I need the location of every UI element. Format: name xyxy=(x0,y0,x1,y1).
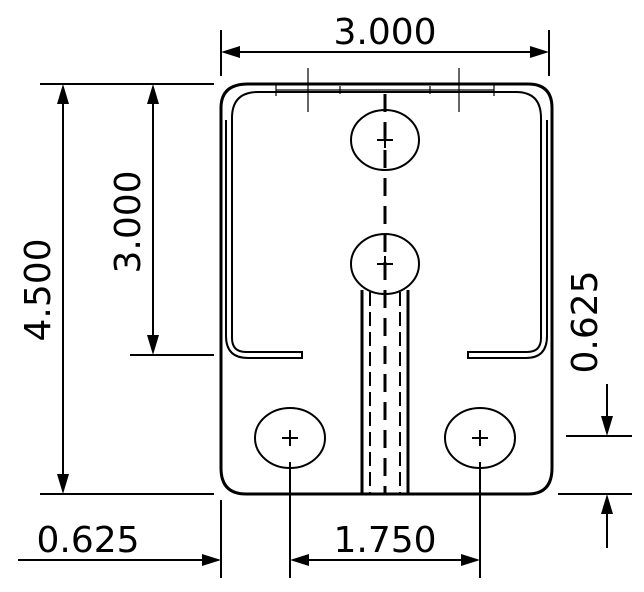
dim-top-width-label: 3.000 xyxy=(333,12,436,53)
dim-bottom-left-offset-label: 0.625 xyxy=(36,520,139,561)
flange-line xyxy=(225,120,303,359)
dim-right-offset-label: 0.625 xyxy=(565,270,606,373)
dim-bottom-hole-spacing: 1.750 xyxy=(289,462,481,578)
dim-inner-height: 3.000 xyxy=(108,84,214,356)
dim-right-offset: 0.625 xyxy=(558,270,632,548)
dim-bottom-left-offset: 0.625 xyxy=(18,500,222,578)
dim-top-width: 3.000 xyxy=(220,12,550,76)
dim-left-height-label: 4.500 xyxy=(18,238,59,341)
dim-bottom-hole-spacing-label: 1.750 xyxy=(333,520,436,561)
flange-top xyxy=(231,91,542,128)
slot xyxy=(360,290,410,494)
flange-line-right xyxy=(467,120,548,359)
dim-left-height: 4.500 xyxy=(18,83,214,495)
plate-outline xyxy=(219,82,554,496)
dim-inner-height-label: 3.000 xyxy=(108,170,149,273)
